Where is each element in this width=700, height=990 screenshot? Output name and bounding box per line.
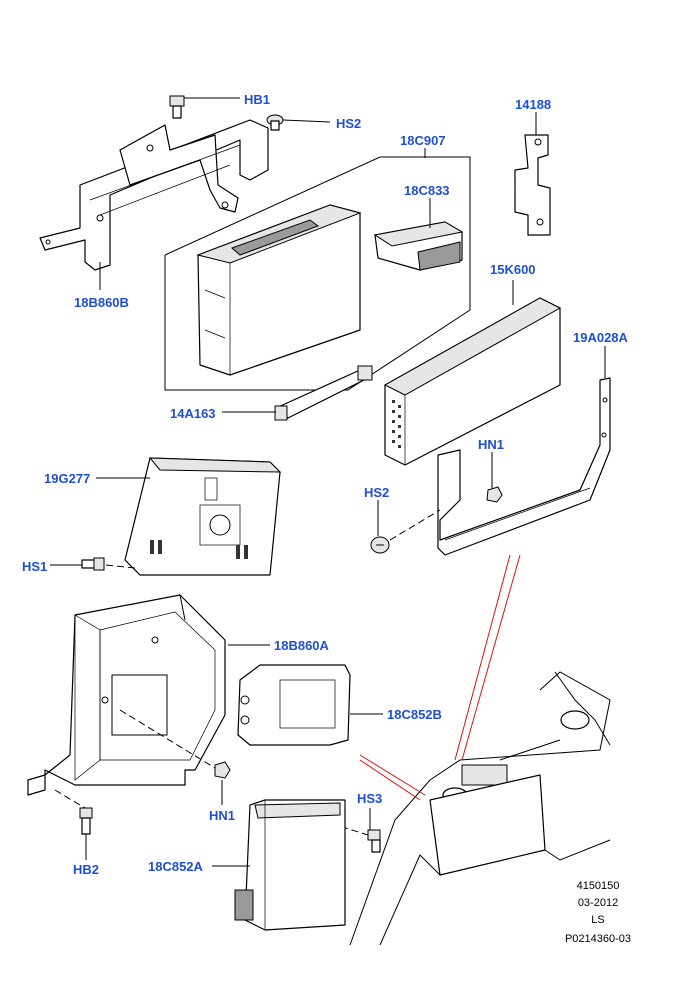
model-code: LS — [591, 914, 604, 926]
callout-hn1-right: HN1 — [478, 437, 504, 452]
bolt-hb1 — [169, 95, 240, 119]
callout-hs3: HS3 — [357, 791, 382, 806]
cd-changer-18c907 — [164, 148, 471, 391]
bolt-hb2 — [54, 789, 93, 860]
callout-18c852a: 18C852A — [148, 859, 204, 874]
callout-hn1-low: HN1 — [209, 808, 235, 823]
ref-number: 4150150 — [577, 880, 620, 892]
screw-hs2-mid — [370, 500, 441, 554]
callout-19g277: 19G277 — [44, 471, 90, 486]
unit-19g277 — [96, 457, 282, 576]
cage-18b860a — [27, 594, 270, 796]
callout-18c833: 18C833 — [404, 183, 450, 198]
vehicle-interior-view — [349, 671, 611, 946]
callout-15k600: 15K600 — [490, 262, 536, 277]
callout-hs2-mid: HS2 — [364, 485, 389, 500]
revision-date: 03-2012 — [578, 897, 618, 909]
callout-18c852b: 18C852B — [387, 707, 442, 722]
illustration-id: P0214360-03 — [565, 933, 631, 945]
callout-18c907: 18C907 — [400, 133, 446, 148]
callout-14a163: 14A163 — [170, 406, 216, 421]
nut-hn1-low — [119, 709, 231, 805]
callout-hs2-top: HS2 — [336, 116, 361, 131]
unit-18c852a — [212, 799, 346, 931]
bracket-18b860b — [39, 119, 269, 271]
callout-14188: 14188 — [515, 97, 551, 112]
plate-14188 — [514, 112, 551, 236]
bracket-19a028a — [437, 346, 611, 556]
screw-hs1 — [50, 557, 136, 571]
callout-18b860a: 18B860A — [274, 638, 330, 653]
unit-18c852b — [237, 664, 383, 746]
module-15k600 — [383, 280, 562, 466]
callout-hs1: HS1 — [22, 559, 47, 574]
bracket-14a163 — [222, 365, 373, 421]
cd-magazine-18c833 — [373, 198, 464, 271]
callout-18b860b: 18B860B — [74, 295, 129, 310]
nut-hn1-right — [486, 452, 503, 503]
screw-hs2-top — [266, 114, 331, 131]
callout-hb1: HB1 — [244, 92, 270, 107]
locator-lines — [359, 554, 521, 801]
callout-19a028a: 19A028A — [573, 330, 629, 345]
callout-hb2: HB2 — [73, 862, 99, 877]
